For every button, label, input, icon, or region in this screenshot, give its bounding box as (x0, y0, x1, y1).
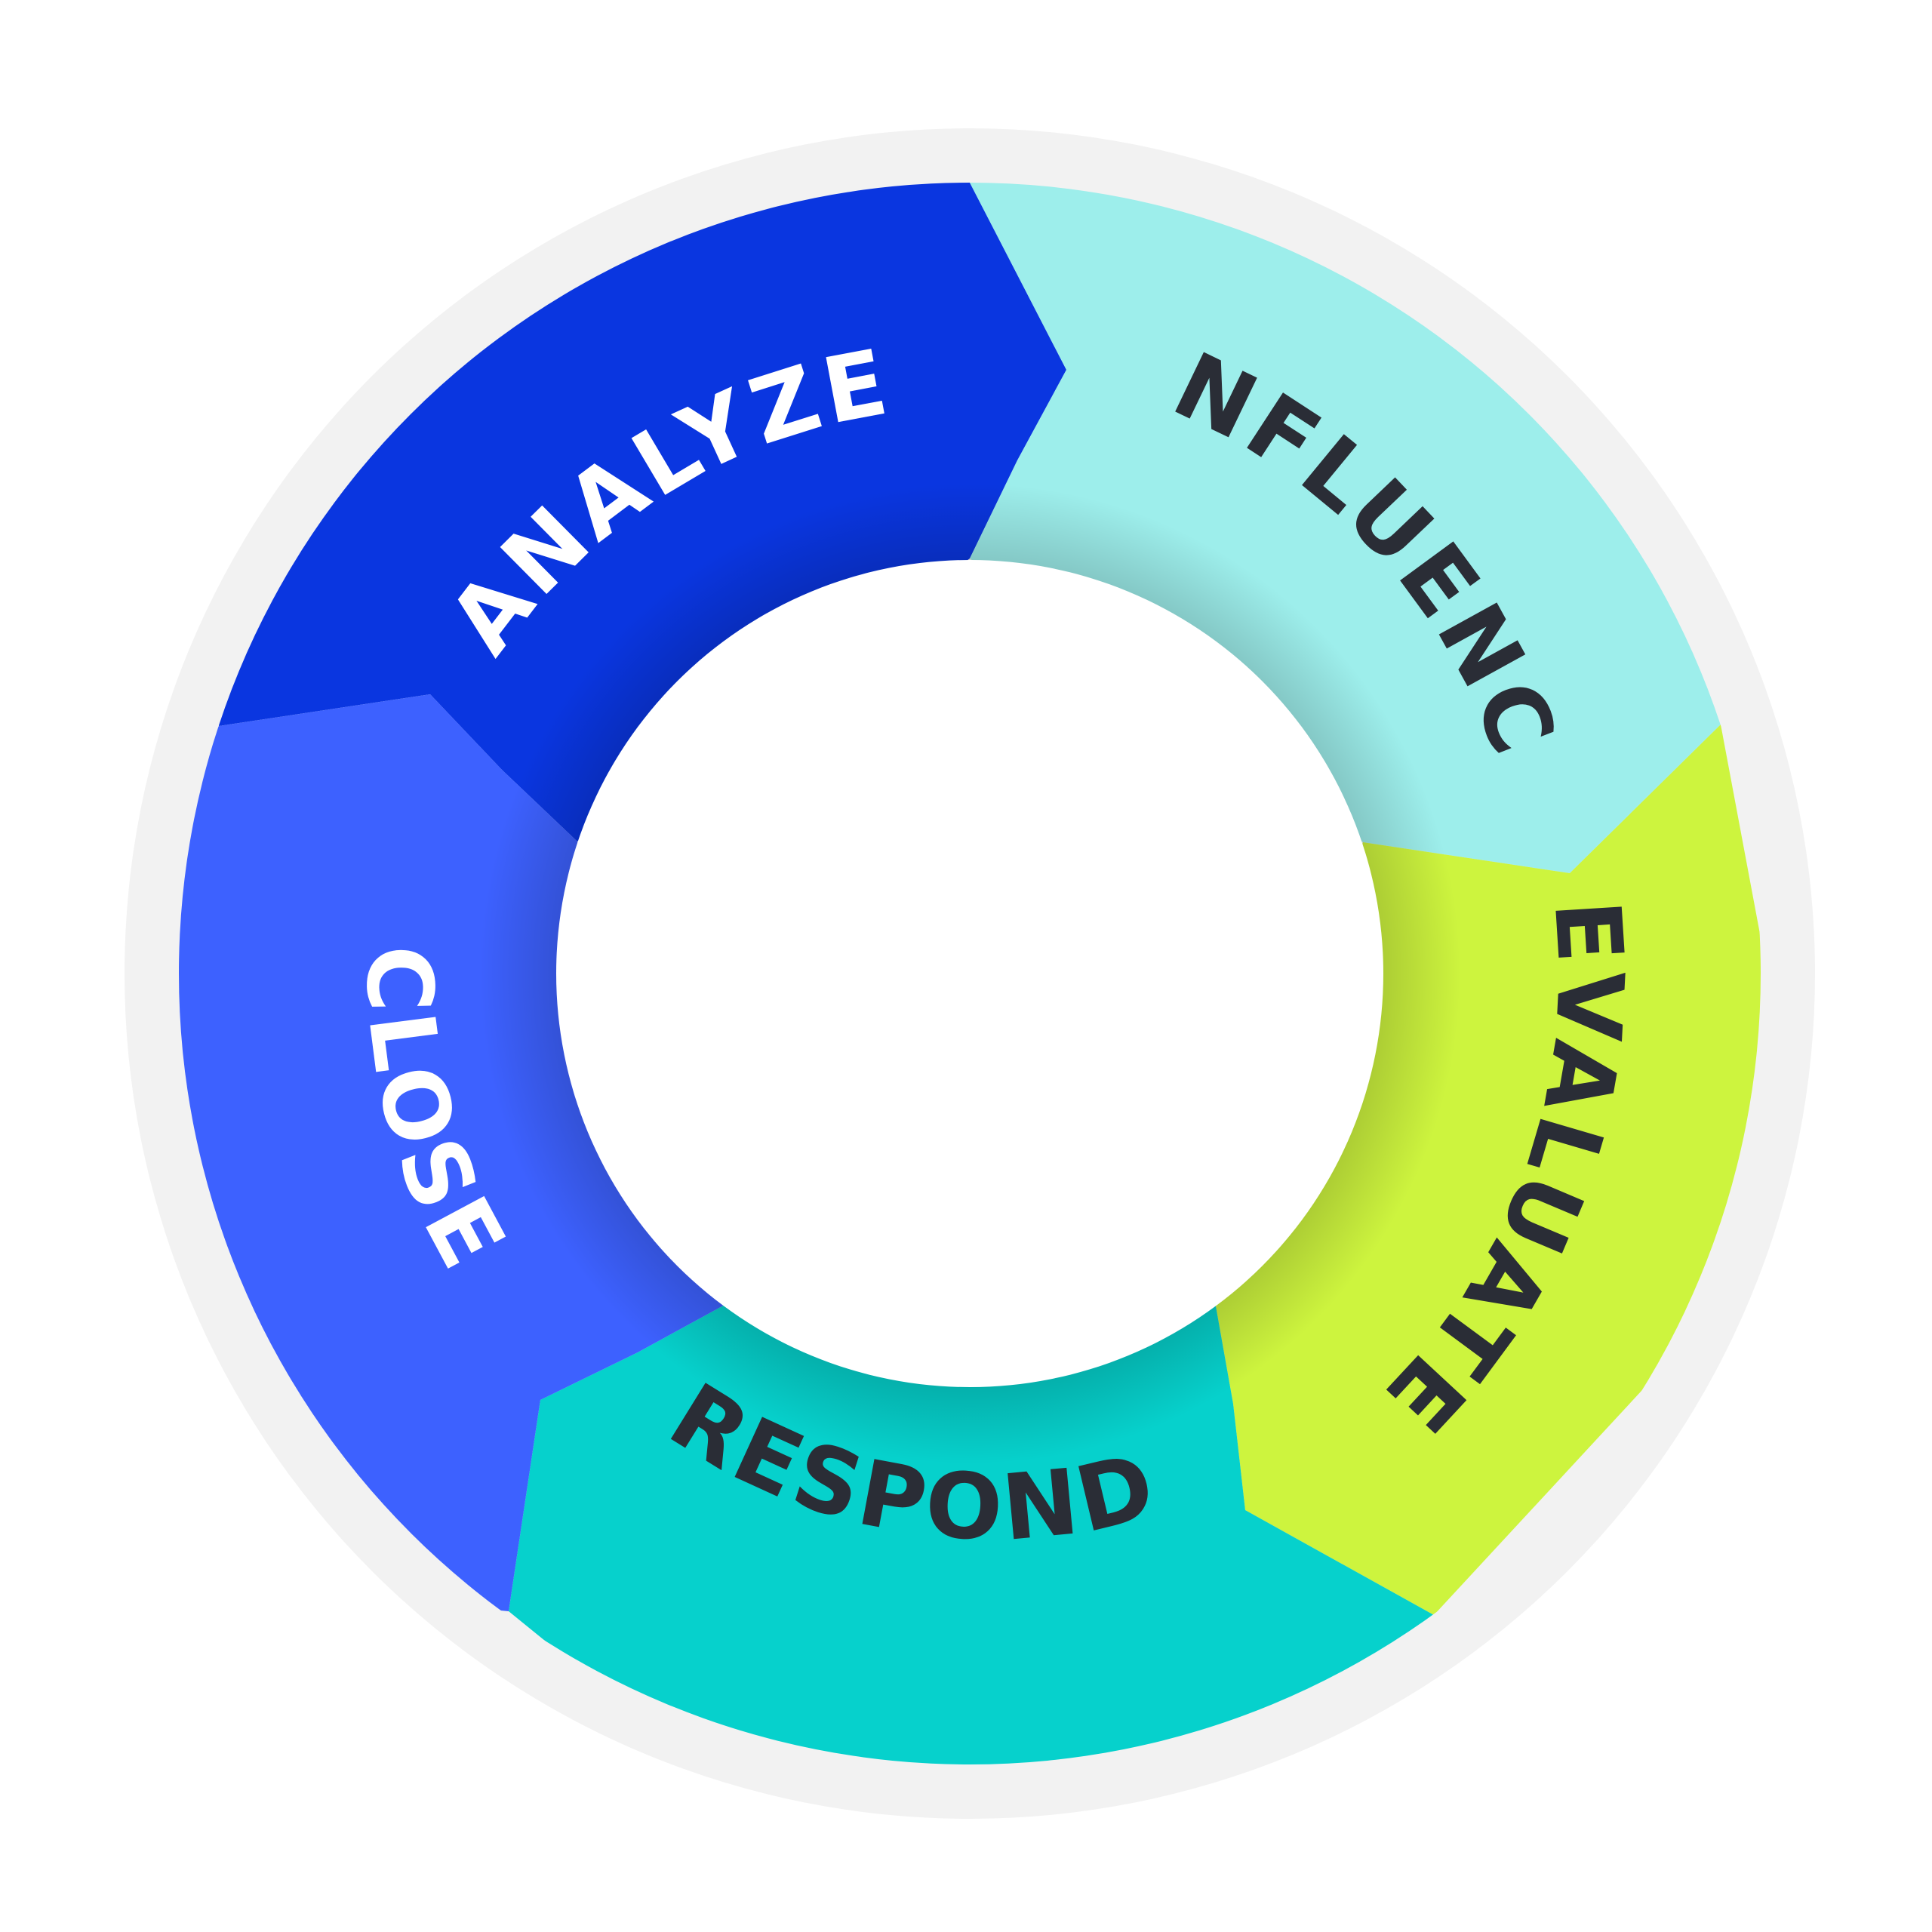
segment-respond (509, 1302, 1434, 1764)
center-hole (556, 560, 1383, 1387)
